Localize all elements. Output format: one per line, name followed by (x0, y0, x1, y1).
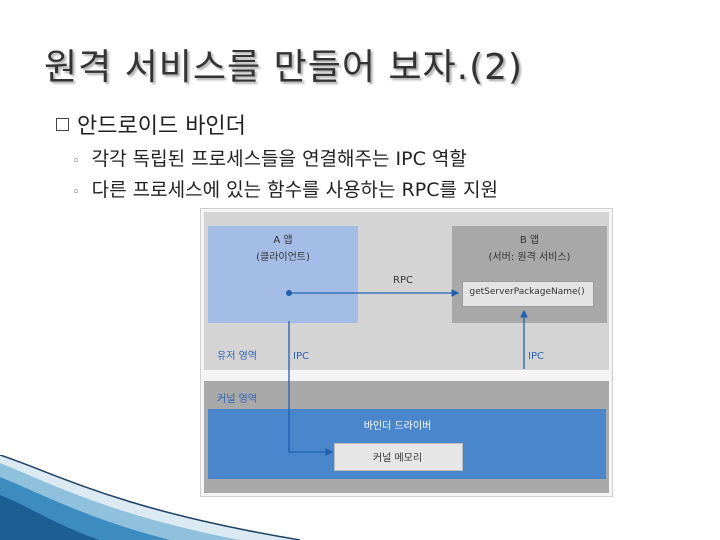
decorative-wave (0, 455, 300, 540)
circle-bullet-icon: ◦ (72, 185, 80, 200)
circle-bullet-icon: ◦ (72, 154, 80, 169)
ipc-path (288, 321, 334, 456)
sub-bullet-1: ◦ 각각 독립된 프로세스들을 연결해주는 IPC 역할 (72, 144, 498, 171)
app-b-subtitle: (서버: 원격 서비스) (488, 252, 571, 263)
rpc-label: RPC (393, 275, 413, 286)
kernel-memory-box (334, 443, 463, 471)
kernel-area-label: 커널 영역 (217, 394, 257, 405)
sub-bullet-2-text: 다른 프로세스에 있는 함수를 사용하는 RPC를 지원 (91, 179, 498, 201)
bullet-main-text: 안드로이드 바인더 (77, 114, 246, 139)
bullet-main: 안드로이드 바인더 (56, 108, 498, 140)
method-box (462, 281, 594, 307)
app-a-title: A 앱 (273, 235, 293, 246)
app-b-title: B 앱 (519, 235, 540, 246)
rpc-arrow-start-dot (286, 290, 292, 296)
sub-bullet-2: ◦ 다른 프로세스에 있는 함수를 사용하는 RPC를 지원 (72, 175, 498, 202)
app-a-subtitle: (클라이언트) (256, 252, 310, 263)
bullet-list: 안드로이드 바인더 ◦ 각각 독립된 프로세스들을 연결해주는 IPC 역할 ◦ 다… (56, 108, 498, 202)
app-a-box (208, 226, 358, 323)
flow-arrows (286, 289, 528, 456)
method-label: getServerPackageName() (469, 287, 585, 297)
binder-diagram: A 앱 (클라이언트) B 앱 (서버: 원격 서비스) RPC getServ… (200, 208, 613, 497)
binder-driver-label: 바인더 드라이버 (363, 421, 432, 432)
ipc-right-label: IPC (528, 351, 544, 362)
ipc-left-label: IPC (293, 351, 309, 362)
slide-title: 원격 서비스를 만들어 보자.(2) (44, 47, 524, 88)
kernel-memory-label: 커널 메모리 (372, 453, 423, 464)
sub-bullet-1-text: 각각 독립된 프로세스들을 연결해주는 IPC 역할 (91, 148, 467, 170)
square-bullet-icon (56, 117, 69, 131)
user-area-label: 유저 영역 (217, 351, 257, 362)
